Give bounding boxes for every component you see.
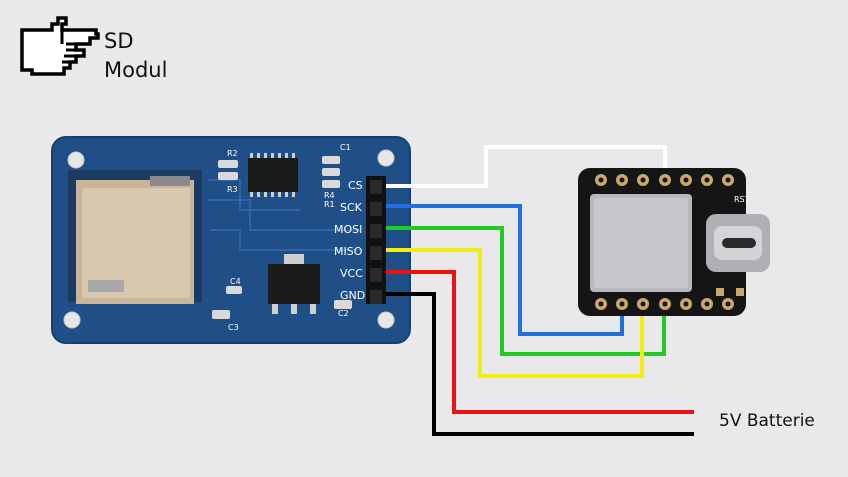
silk-c3: C3: [228, 323, 239, 332]
silk-rst: RST: [734, 195, 750, 204]
wires: [386, 145, 694, 436]
wire-mosi: [386, 226, 666, 356]
silk-c4: C4: [230, 277, 241, 286]
pointing-hand-icon: [20, 16, 100, 76]
sd-module-caption: SD Modul: [104, 27, 167, 85]
pin-label-vcc: VCC: [340, 267, 363, 280]
silk-r4: R4: [324, 191, 335, 200]
wire-vcc: [386, 270, 694, 414]
silk-r1: R1: [324, 200, 335, 209]
pin-label-sck: SCK: [340, 201, 363, 214]
wire-sck: [386, 204, 624, 336]
pin-header: [366, 176, 386, 304]
pin-label-cs: CS: [348, 179, 363, 192]
silk-c2: C2: [338, 309, 349, 318]
wire-gnd: [386, 292, 694, 436]
wire-cs: [386, 145, 667, 188]
silk-r3: R3: [227, 185, 238, 194]
pin-label-miso: MISO: [334, 245, 363, 258]
wire-miso: [386, 248, 644, 378]
pin-label-gnd: GND: [340, 289, 365, 302]
caption-line-2: Modul: [104, 58, 168, 82]
silk-r2: R2: [227, 149, 238, 158]
caption-line-1: SD: [104, 29, 134, 53]
pin-label-mosi: MOSI: [334, 223, 362, 236]
battery-label: 5V Batterie: [719, 411, 815, 431]
silk-c1: C1: [340, 143, 351, 152]
sd-module-board: R2 R3 C1 R4 R1 C4 C3 C2 CS SCK MOSI MISO…: [51, 136, 411, 344]
microcontroller-board: RST: [578, 168, 770, 316]
